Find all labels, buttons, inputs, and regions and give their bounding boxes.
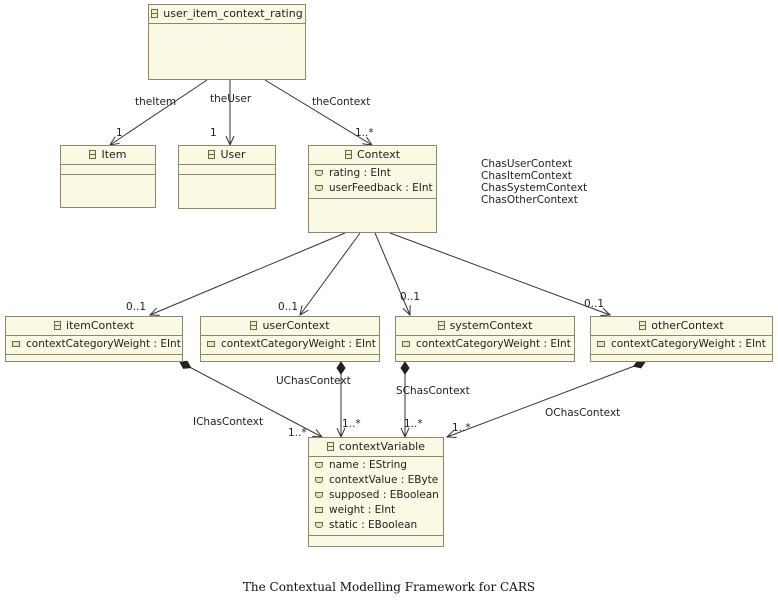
attribute: contextCategoryWeight : EInt — [591, 337, 772, 352]
mult-user: 1 — [210, 127, 217, 139]
attribute-icon — [315, 170, 323, 176]
class-contextvariable[interactable]: contextVariable name : EString contextVa… — [308, 437, 444, 547]
mult-context: 1..* — [355, 127, 374, 139]
class-name: user_item_context_rating — [163, 7, 303, 20]
class-user-item-context-rating[interactable]: user_item_context_rating — [148, 4, 306, 80]
class-item[interactable]: Item — [60, 145, 156, 208]
mult-cv-item: 1..* — [288, 427, 307, 439]
attribute-icon — [315, 492, 323, 498]
class-itemcontext[interactable]: itemContext contextCategoryWeight : EInt — [5, 316, 183, 362]
mult-itemcontext: 0..1 — [126, 301, 147, 313]
mult-othercontext: 0..1 — [584, 298, 605, 310]
role-theuser: theUser — [210, 93, 252, 105]
attribute: contextCategoryWeight : EInt — [201, 337, 379, 352]
mult-systemcontext: 0..1 — [400, 291, 421, 303]
figure-caption: The Contextual Modelling Framework for C… — [242, 580, 536, 594]
class-icon — [208, 150, 216, 159]
class-name: userContext — [262, 319, 330, 332]
attribute: static : EBoolean — [309, 518, 443, 533]
class-icon — [437, 321, 445, 330]
class-name: User — [220, 148, 246, 161]
ref-chasothercontext: ChasOtherContext — [481, 194, 578, 206]
class-icon — [639, 321, 647, 330]
attribute-icon — [315, 185, 323, 191]
class-name: otherContext — [651, 319, 724, 332]
comp-ochascontext — [447, 362, 645, 437]
class-name: Item — [101, 148, 127, 161]
mult-cv-system: 1..* — [404, 418, 423, 430]
class-name: Context — [356, 148, 401, 161]
attribute: contextValue : EByte — [309, 473, 443, 488]
class-othercontext[interactable]: otherContext contextCategoryWeight : EIn… — [590, 316, 773, 362]
ref-chasitemcontext: ChasItemContext — [481, 170, 572, 182]
attribute-icon — [315, 507, 323, 513]
assoc-usercontext — [300, 232, 361, 315]
class-icon — [151, 9, 159, 18]
mult-cv-user: 1..* — [342, 418, 361, 430]
class-icon — [54, 321, 62, 330]
assoc-itemcontext — [150, 232, 346, 315]
mult-item: 1 — [116, 127, 123, 139]
class-icon — [327, 442, 334, 451]
class-icon — [344, 150, 352, 159]
role-schascontext: SChasContext — [396, 385, 470, 397]
attribute-icon — [315, 522, 323, 528]
assoc-theitem — [110, 79, 208, 145]
attribute: userFeedback : EInt — [309, 181, 436, 196]
attribute: weight : EInt — [309, 503, 443, 518]
attribute-icon — [207, 341, 215, 347]
attribute-icon — [315, 477, 323, 483]
class-systemcontext[interactable]: systemContext contextCategoryWeight : EI… — [395, 316, 575, 362]
comp-ichascontext — [180, 362, 322, 437]
attribute-icon — [402, 341, 410, 347]
attribute-icon — [315, 462, 323, 468]
ref-chasusercontext: ChasUserContext — [481, 158, 572, 170]
class-name: itemContext — [66, 319, 134, 332]
attribute: contextCategoryWeight : EInt — [6, 337, 182, 352]
attribute-icon — [12, 341, 20, 347]
assoc-systemcontext — [374, 232, 410, 315]
class-context[interactable]: Context rating : EInt userFeedback : EIn… — [308, 145, 437, 233]
ref-chassystemcontext: ChasSystemContext — [481, 182, 588, 194]
role-ichascontext: IChasContext — [193, 416, 264, 428]
role-theitem: theItem — [135, 96, 177, 108]
attribute: name : EString — [309, 458, 443, 473]
class-icon — [89, 150, 97, 159]
mult-cv-other: 1..* — [452, 422, 471, 434]
class-icon — [250, 321, 258, 330]
attribute-icon — [597, 341, 605, 347]
assoc-thecontext — [264, 79, 372, 145]
class-usercontext[interactable]: userContext contextCategoryWeight : EInt — [200, 316, 380, 362]
class-name: systemContext — [449, 319, 533, 332]
mult-usercontext: 0..1 — [278, 301, 299, 313]
assoc-othercontext — [389, 232, 610, 315]
role-ochascontext: OChasContext — [545, 407, 621, 419]
role-thecontext: theContext — [312, 96, 371, 108]
role-uchascontext: UChasContext — [276, 375, 351, 387]
attribute: supposed : EBoolean — [309, 488, 443, 503]
attribute: contextCategoryWeight : EInt — [396, 337, 574, 352]
class-name: contextVariable — [339, 440, 425, 453]
attribute: rating : EInt — [309, 166, 436, 181]
class-user[interactable]: User — [178, 145, 276, 209]
